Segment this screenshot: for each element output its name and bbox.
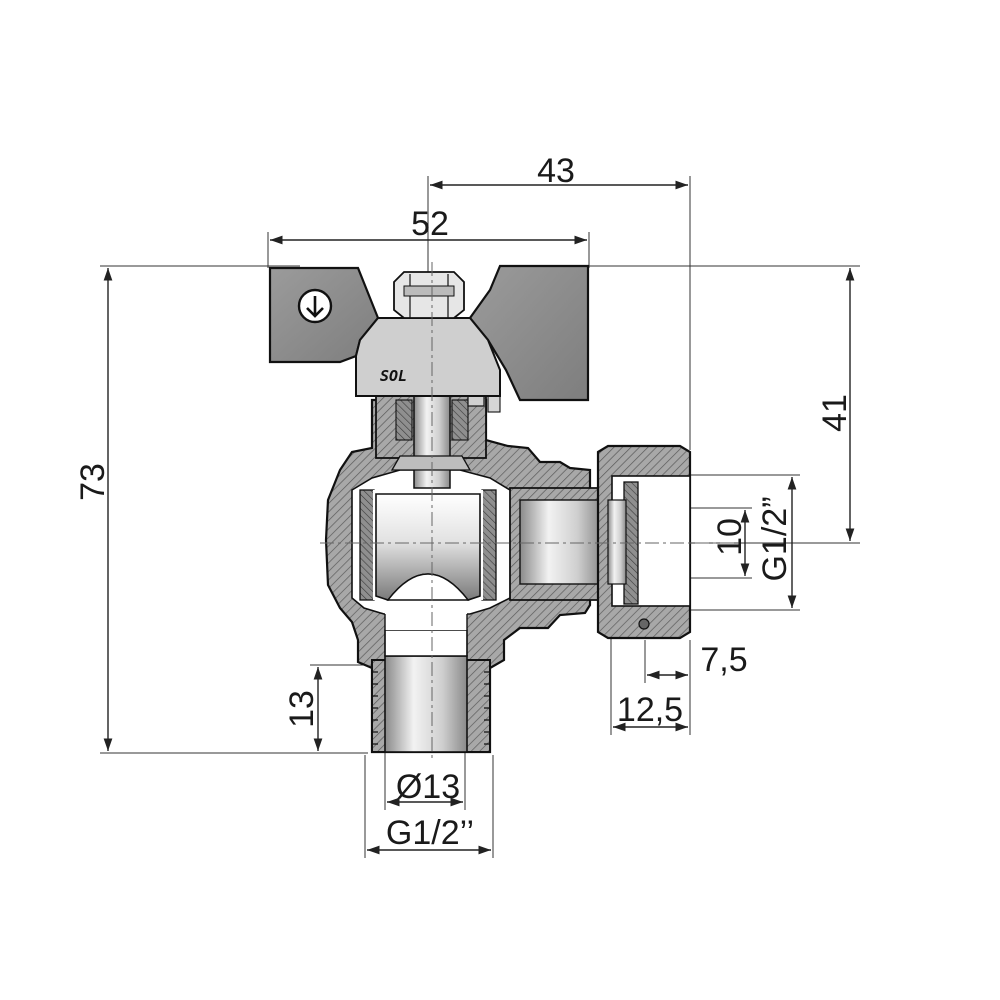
flow-direction-icon: [297, 288, 333, 324]
dim-12-5: 12,5: [617, 691, 683, 729]
dim-g12-bottom: G1/2’’: [386, 814, 474, 852]
dim-10: 10: [711, 518, 749, 556]
dim-13-height: 13: [283, 690, 321, 728]
union-nut: [596, 444, 692, 640]
butterfly-handle[interactable]: SOL: [268, 264, 590, 402]
dim-g12-right: G1/2”: [756, 496, 794, 581]
dim-dia-13: Ø13: [396, 768, 460, 806]
dim-7-5: 7,5: [700, 641, 747, 679]
valve-body: [324, 398, 603, 754]
dim-41: 41: [816, 394, 854, 432]
dim-73: 73: [74, 463, 112, 501]
dim-43: 43: [537, 152, 575, 190]
dimension-lines: [100, 176, 860, 858]
center-lines: [320, 262, 740, 760]
dimension-labels: 43 52 73 41 10 G1/2” 7,5 12,5 13 Ø13 G1/…: [74, 152, 854, 852]
brand-label: SOL: [380, 367, 407, 385]
dim-52: 52: [411, 205, 449, 243]
